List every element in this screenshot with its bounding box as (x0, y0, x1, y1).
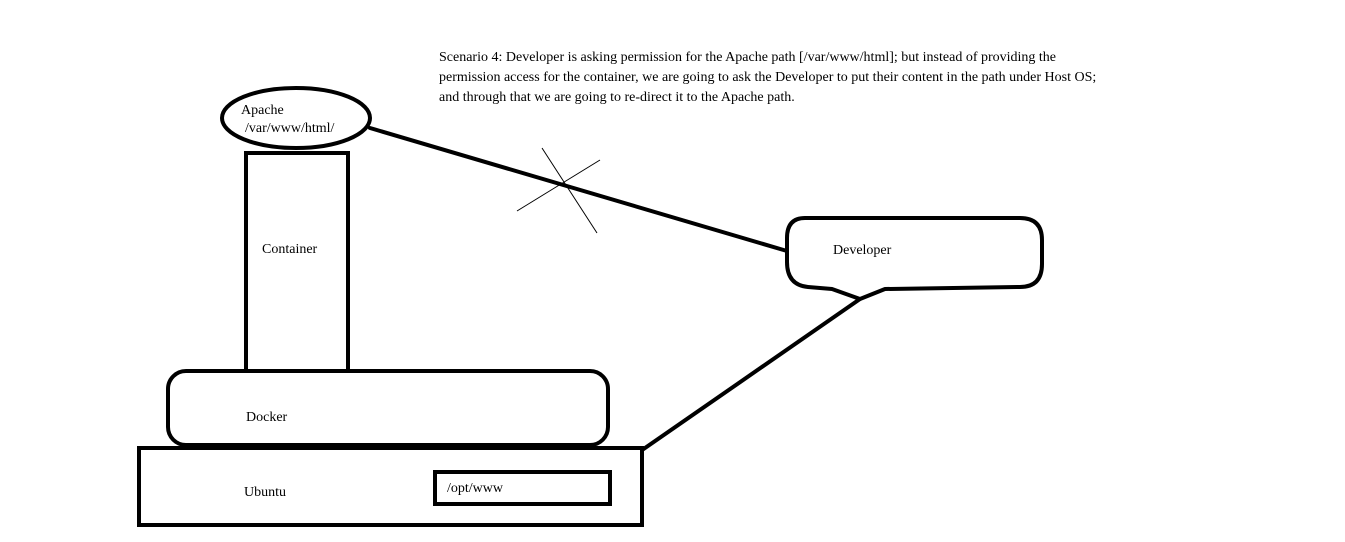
description-line: and through that we are going to re-dire… (439, 90, 795, 105)
description-line: Scenario 4: Developer is asking permissi… (439, 50, 1057, 65)
docker-node (166, 369, 610, 447)
apache-path-label: /var/www/html/ (245, 121, 335, 136)
scenario-description: Scenario 4: Developer is asking permissi… (439, 48, 1096, 108)
apache-node (220, 86, 372, 150)
description-line: permission access for the container, we … (439, 70, 1097, 85)
ubuntu-label: Ubuntu (244, 485, 286, 500)
docker-label: Docker (246, 410, 288, 425)
edge-hostpath-developer (607, 297, 862, 475)
developer-node (785, 216, 1044, 301)
container-node (244, 151, 350, 373)
blocked-cross-icon (516, 147, 601, 234)
container-label: Container (262, 242, 318, 257)
edge-apache-developer (368, 126, 789, 253)
host-path-label: /opt/www (447, 481, 503, 496)
developer-label: Developer (833, 243, 892, 258)
host-path-node (433, 470, 612, 506)
apache-label: Apache (241, 103, 284, 118)
